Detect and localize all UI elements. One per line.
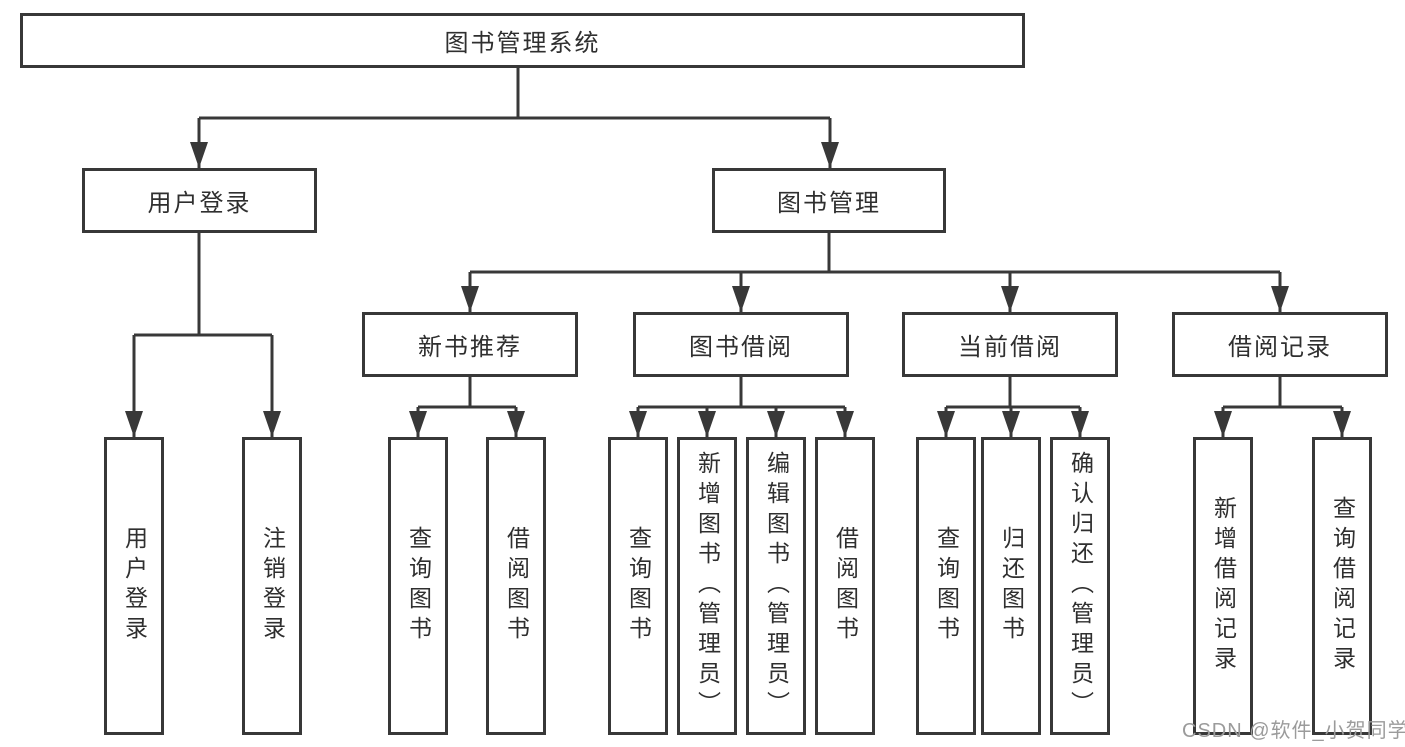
- node-book-borrow-label: 图书借阅: [689, 334, 793, 361]
- leaf-query-borrow-record: 查询借阅记录: [1312, 437, 1372, 735]
- csdn-watermark: CSDN @软件_小贺同学: [1182, 720, 1405, 742]
- arrowheads-borrow-records-to-leaves: [1214, 411, 1351, 437]
- leaf-borrow-book-label: 借阅图书: [832, 526, 859, 646]
- leaf-query-borrow-record-label: 查询借阅记录: [1329, 496, 1356, 676]
- connector-book-borrow-to-leaves: [636, 377, 847, 437]
- leaf-recommend-query-book: 查询图书: [388, 437, 448, 735]
- leaf-recommend-borrow-book-label: 借阅图书: [503, 526, 530, 646]
- leaf-borrow-query-book: 查询图书: [608, 437, 668, 735]
- node-user-login-label: 用户登录: [147, 190, 252, 217]
- node-current-borrow-label: 当前借阅: [958, 334, 1062, 361]
- leaf-add-book-admin-label: 新增图书（管理员）: [694, 451, 721, 721]
- leaf-current-query-book-label: 查询图书: [933, 526, 960, 646]
- node-borrow-records-label: 借阅记录: [1228, 334, 1332, 361]
- node-current-borrow: 当前借阅: [902, 312, 1118, 377]
- leaf-current-query-book: 查询图书: [916, 437, 976, 735]
- leaf-edit-book-admin-label: 编辑图书（管理员）: [763, 451, 790, 721]
- arrowheads-root-to-level1: [190, 142, 839, 168]
- leaf-recommend-borrow-book: 借阅图书: [486, 437, 546, 735]
- connector-user-login-to-leaves: [132, 233, 274, 437]
- node-book-management: 图书管理: [712, 168, 946, 233]
- node-new-book-recommend-label: 新书推荐: [418, 334, 522, 361]
- node-user-login: 用户登录: [82, 168, 317, 233]
- leaf-user-login: 用户登录: [104, 437, 164, 735]
- leaf-return-book: 归还图书: [981, 437, 1041, 735]
- connector-book-management-to-level2: [468, 233, 1282, 312]
- leaf-add-borrow-record: 新增借阅记录: [1193, 437, 1253, 735]
- node-book-borrow: 图书借阅: [633, 312, 849, 377]
- leaf-add-book-admin: 新增图书（管理员）: [677, 437, 737, 735]
- leaf-user-login-label: 用户登录: [121, 526, 148, 646]
- arrowheads-new-book-to-leaves: [409, 411, 525, 437]
- node-root-system: 图书管理系统: [20, 13, 1025, 68]
- leaf-borrow-book: 借阅图书: [815, 437, 875, 735]
- leaf-edit-book-admin: 编辑图书（管理员）: [746, 437, 806, 735]
- node-borrow-records: 借阅记录: [1172, 312, 1388, 377]
- leaf-return-book-label: 归还图书: [998, 526, 1025, 646]
- arrowheads-book-management-to-level2: [461, 286, 1289, 312]
- node-new-book-recommend: 新书推荐: [362, 312, 578, 377]
- leaf-confirm-return-admin-label: 确认归还（管理员）: [1067, 451, 1094, 721]
- leaf-borrow-query-book-label: 查询图书: [625, 526, 652, 646]
- connector-root-to-level1: [197, 68, 832, 168]
- node-root-system-label: 图书管理系统: [444, 30, 601, 57]
- connector-borrow-records-to-leaves: [1221, 377, 1344, 437]
- arrowheads-book-borrow-to-leaves: [629, 411, 854, 437]
- connector-new-book-to-leaves: [416, 377, 518, 437]
- leaf-logout-label: 注销登录: [259, 526, 286, 646]
- leaf-logout: 注销登录: [242, 437, 302, 735]
- leaf-confirm-return-admin: 确认归还（管理员）: [1050, 437, 1110, 735]
- leaf-recommend-query-book-label: 查询图书: [405, 526, 432, 646]
- arrowheads-user-login-to-leaves: [125, 411, 281, 437]
- arrowheads-current-borrow-to-leaves: [937, 411, 1089, 437]
- node-book-management-label: 图书管理: [777, 190, 881, 217]
- leaf-add-borrow-record-label: 新增借阅记录: [1210, 496, 1237, 676]
